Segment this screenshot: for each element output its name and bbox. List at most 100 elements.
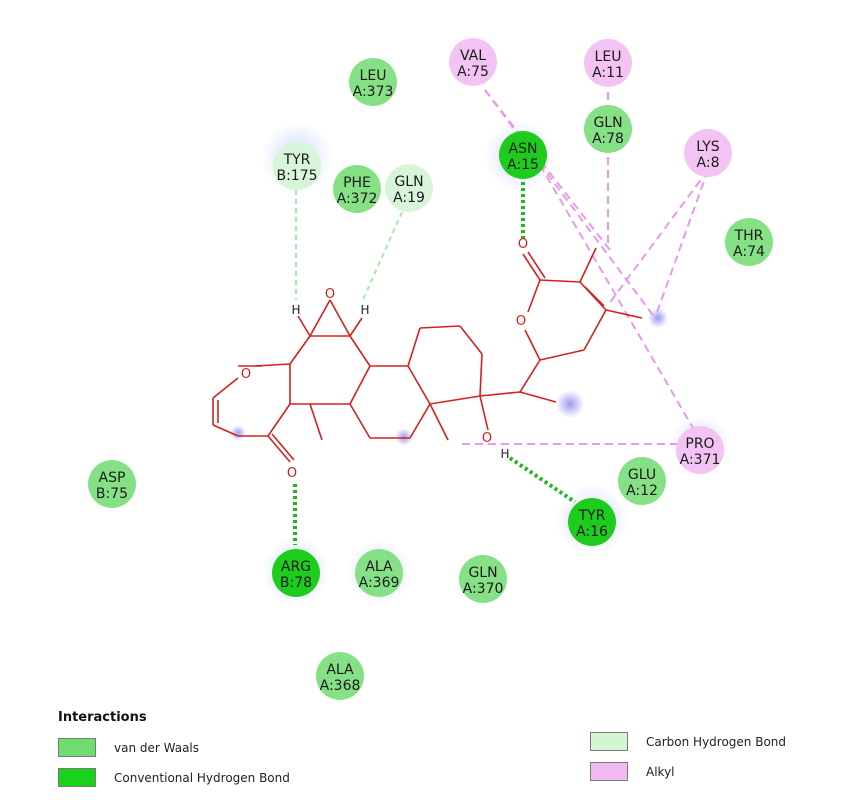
- atom-h-hydroxyl: H: [500, 447, 509, 461]
- legend-item-alkyl: Alkyl: [590, 762, 675, 781]
- residue-circle: [499, 131, 547, 179]
- interaction-lines: [293, 89, 709, 545]
- residue-circle: [333, 165, 381, 213]
- residue-id: B:75: [96, 486, 128, 502]
- residue-circle: [618, 457, 666, 505]
- alkyl-line-val-a75b: [484, 89, 611, 251]
- residue-name: GLN: [468, 565, 497, 581]
- legend: Interactions van der Waals Conventional …: [52, 706, 812, 796]
- ligand-molecule: [212, 247, 643, 463]
- residue-circle: [349, 58, 397, 106]
- residue-id: A:15: [507, 157, 539, 173]
- residue-circle: [568, 498, 616, 546]
- atom-o-hydroxyl: O: [482, 431, 492, 446]
- residue-name: THR: [734, 228, 764, 244]
- residue-circle: [272, 549, 320, 597]
- legend-item-hbond: Conventional Hydrogen Bond: [58, 768, 290, 787]
- residue-id: A:78: [592, 131, 624, 147]
- alkyl-line-asn-pro: [539, 164, 701, 441]
- residue-name: LYS: [696, 139, 719, 155]
- residue-id: B:175: [276, 168, 317, 184]
- legend-label-vdw: van der Waals: [114, 740, 200, 755]
- residue-circle: [725, 218, 773, 266]
- legend-item-chbond: Carbon Hydrogen Bond: [590, 732, 786, 751]
- residue-name: GLU: [628, 467, 656, 483]
- residue-name: ALA: [326, 662, 354, 678]
- atom-o-ketone: O: [287, 466, 297, 481]
- residue-name: ALA: [365, 559, 393, 575]
- legend-label-chbond: Carbon Hydrogen Bond: [646, 734, 787, 749]
- legend-item-vdw: van der Waals: [58, 738, 199, 757]
- residue-id: A:19: [393, 190, 425, 206]
- legend-swatch-chbond: [590, 732, 628, 751]
- residue-id: B:78: [280, 575, 312, 591]
- residue-id: A:373: [353, 84, 394, 100]
- residue-circle: [584, 105, 632, 153]
- residue-name: ASP: [99, 470, 126, 486]
- residue-circle: [676, 426, 724, 474]
- residue-circle: [459, 555, 507, 603]
- residue-id: A:369: [359, 575, 400, 591]
- atom-h-left: H: [291, 303, 300, 317]
- alkyl-line-lys-a8: [607, 169, 709, 306]
- residue-name: ARG: [281, 559, 311, 575]
- residue-name: GLN: [593, 115, 622, 131]
- residue-name: LEU: [360, 68, 387, 84]
- residue-id: A:368: [320, 678, 361, 694]
- legend-title: Interactions: [58, 710, 147, 725]
- legend-label-hbond: Conventional Hydrogen Bond: [114, 770, 290, 785]
- residue-id: A:370: [463, 581, 504, 597]
- residue-id: A:74: [733, 244, 765, 260]
- atom-o-epoxide: O: [325, 287, 335, 302]
- legend-swatch-alkyl: [590, 762, 628, 781]
- residue-name: PHE: [343, 175, 371, 191]
- residue-name: TYR: [283, 152, 311, 168]
- legend-swatch-vdw: [58, 738, 96, 757]
- residue-id: A:372: [337, 191, 378, 207]
- residue-id: A:371: [680, 452, 721, 468]
- residue-name: LEU: [595, 49, 622, 65]
- residue-id: A:75: [457, 64, 489, 80]
- residue-name: ASN: [509, 141, 538, 157]
- residue-name: VAL: [460, 48, 486, 64]
- residue-id: A:11: [592, 65, 624, 81]
- residue-circle: [385, 164, 433, 212]
- residue-name: GLN: [394, 174, 423, 190]
- atom-h-right: H: [360, 303, 369, 317]
- residue-circle: [449, 38, 497, 86]
- residue-id: A:12: [626, 483, 658, 499]
- alkyl-line-lys-a8b: [654, 169, 709, 319]
- residue-circle: [355, 549, 403, 597]
- residue-name: PRO: [685, 436, 714, 452]
- residue-id: A:8: [697, 155, 720, 171]
- atom-o-ring: O: [241, 367, 251, 382]
- legend-swatch-hbond: [58, 768, 96, 787]
- residue-circle: [684, 129, 732, 177]
- ligand-atoms: O O O O O O H H H: [241, 237, 528, 481]
- atom-o-lactone: O: [516, 314, 526, 329]
- residue-circle: [88, 460, 136, 508]
- residue-id: A:16: [576, 524, 608, 540]
- residue-name: TYR: [578, 508, 606, 524]
- residue-circle: [273, 142, 321, 190]
- legend-label-alkyl: Alkyl: [646, 764, 675, 779]
- hbond-line-tyr-a16: [508, 456, 577, 504]
- atom-o-carbonyl: O: [518, 237, 528, 252]
